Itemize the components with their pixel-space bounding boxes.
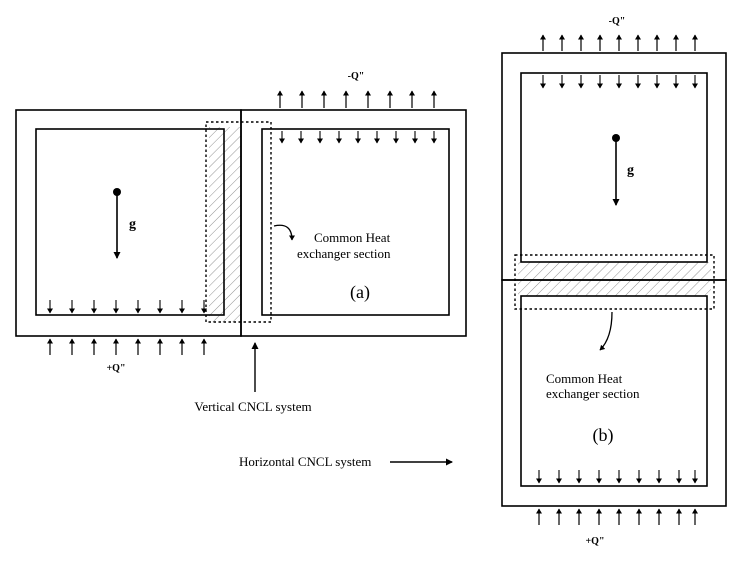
top-inner-box-b xyxy=(520,72,708,263)
gravity-label-b: g xyxy=(627,163,634,178)
neg-heat-label-a: -Q" xyxy=(348,71,365,82)
gravity-vector-b xyxy=(612,134,620,206)
hx-label-a-line1: Common Heat xyxy=(314,230,391,245)
hx-hatch-b xyxy=(518,262,711,296)
right-inner-box-a xyxy=(261,128,450,316)
hx-dotted-outline-a xyxy=(205,121,272,323)
neg-heat-in-arrows-b xyxy=(540,75,698,89)
hx-dotted-outline-b xyxy=(514,254,715,310)
horizontal-loop-b: -Q" g Common Heat exchanger section (b) … xyxy=(501,16,727,547)
hx-label-b-line1: Common Heat xyxy=(546,371,623,386)
pos-heat-label-a: +Q" xyxy=(106,363,125,374)
panel-label-a: (a) xyxy=(350,282,370,303)
neg-heat-in-arrows-a xyxy=(279,131,437,144)
vertical-loop-a: -Q" +Q" g Common Heat exchanger section … xyxy=(15,71,467,374)
left-inner-box-a xyxy=(35,128,225,316)
hx-hatch-a xyxy=(209,127,241,322)
bottom-inner-box-b xyxy=(520,295,708,487)
bottom-outer-box-b xyxy=(501,279,727,507)
horizontal-system-pointer: Horizontal CNCL system xyxy=(239,454,453,469)
pos-heat-label-b: +Q" xyxy=(585,536,604,547)
neg-heat-out-arrows-b xyxy=(540,34,698,51)
hx-label-b-line2: exchanger section xyxy=(546,386,640,401)
panel-label-b: (b) xyxy=(593,425,614,446)
vertical-system-pointer: Vertical CNCL system xyxy=(194,342,312,414)
pos-heat-in-arrows-a xyxy=(47,300,207,314)
gravity-label-a: g xyxy=(129,217,136,232)
vertical-system-label: Vertical CNCL system xyxy=(194,399,311,414)
right-outer-box-a xyxy=(240,109,467,337)
hx-label-a-line2: exchanger section xyxy=(297,246,391,261)
neg-heat-label-b: -Q" xyxy=(609,16,626,27)
pos-heat-out-arrows-b xyxy=(536,508,698,525)
pos-heat-out-arrows-a xyxy=(47,338,207,355)
neg-heat-out-arrows-a xyxy=(277,90,437,108)
pos-heat-in-arrows-b xyxy=(536,470,698,484)
hx-pointer-arrow-b xyxy=(599,311,613,351)
hx-pointer-arrow-a xyxy=(273,224,295,241)
top-outer-box-b xyxy=(501,52,727,281)
gravity-vector-a xyxy=(113,188,121,259)
horizontal-system-label: Horizontal CNCL system xyxy=(239,454,371,469)
